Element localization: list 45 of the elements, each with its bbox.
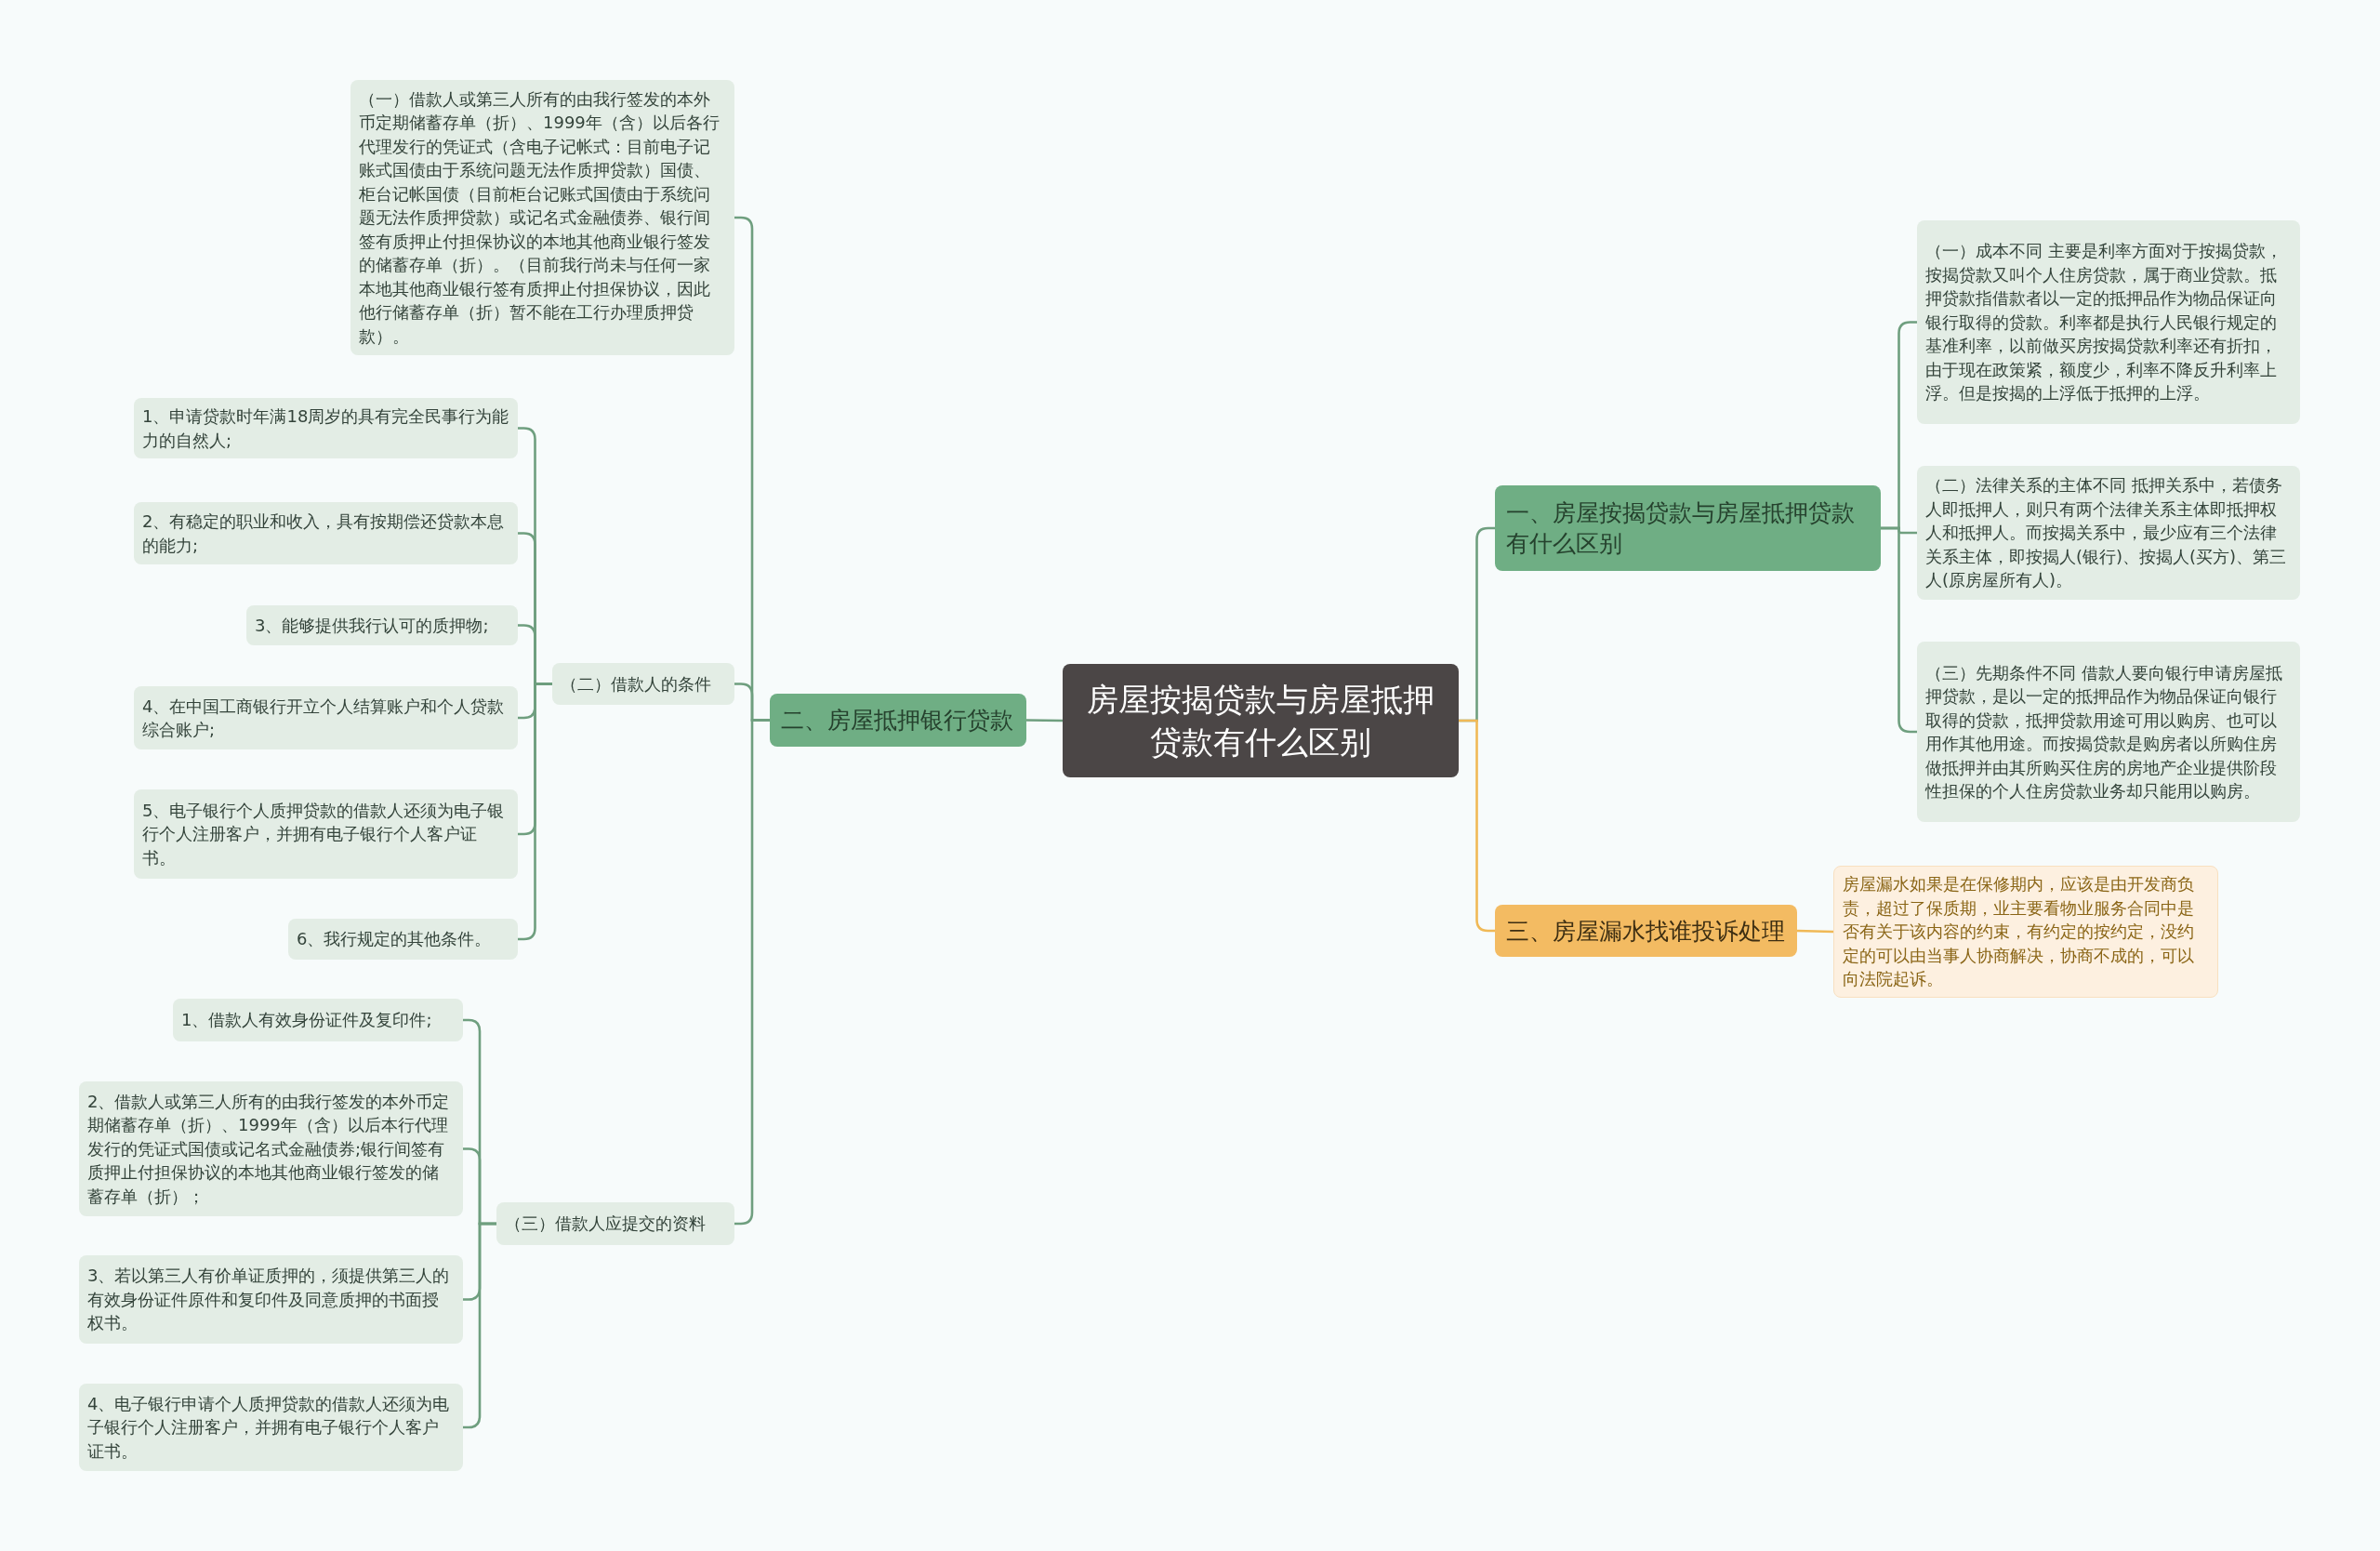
topic-text: 2、有稳定的职业和收入，具有按期偿还贷款本息的能力;	[142, 510, 506, 557]
connector-line	[1026, 719, 1063, 722]
topic-text: （三）借款人应提交的资料	[505, 1213, 707, 1236]
connector-line	[1796, 929, 1834, 934]
subtopic-card	[79, 1081, 463, 1216]
topic-text: 房屋漏水如果是在保修期内，应该是由开发商负责，超过了保质期，业主要看物业服务合同中是否有关于该内容的约束，有约定的按约定，没约定的可以由当事人协商解决，协商不成的，可以向法院起诉。	[1843, 873, 2195, 991]
topic-text: 4、电子银行申请个人质押贷款的借款人还须为电子银行个人注册客户，并拥有电子银行个人客户证书。	[87, 1392, 451, 1463]
subtopic-card	[134, 398, 518, 458]
topic-text: （一）借款人或第三人所有的由我行签发的本外币定期储蓄存单（折）、1999年（含）以后各行代理发行的凭证式（含电子记帐式：目前电子记账式国债由于系统问题无法作质押贷款）国债、柜台记帐国债（目前柜台记账式国债由于系统问题无法作质押贷款）或记名式金融债券、银行间签有质押止付担保协议的本地其他商业银行签发的储蓄存单（折）。（目前我行尚未与任何一家本地其他商业银行签有质押止付担保协议，因此他行储蓄存单（折）暂不能在工行办理质押贷款）。	[359, 87, 721, 348]
connector-line	[1881, 526, 1917, 734]
connector-line	[1459, 719, 1495, 933]
note-card	[1833, 866, 2218, 998]
topic-text: 4、在中国工商银行开立个人结算账户和个人贷款综合账户;	[142, 695, 506, 741]
topic-text: 5、电子银行个人质押贷款的借款人还须为电子银行个人注册客户，并拥有电子银行个人客户证书。	[142, 799, 506, 869]
subtopic-card	[173, 999, 463, 1041]
subtopic-card	[288, 919, 518, 960]
branch-topic	[1495, 905, 1797, 957]
subtopic-card	[134, 502, 518, 564]
subtopic-card	[134, 686, 518, 749]
topic-text: （三）先期条件不同 借款人要向银行申请房屋抵押贷款，是以一定的抵押品作为物品保证向银行取得的贷款，抵押贷款用途可用以购房、也可以用作其他用途。而按揭贷款是购房者以所购住房做抵押并由其所购买住房的房地产企业提供阶段性担保的个人住房贷款业务却只能用以购房。	[1925, 661, 2283, 802]
subtopic-card	[552, 663, 734, 705]
branch-topic	[770, 694, 1026, 747]
topic-text: 房屋按揭贷款与房屋抵押贷款有什么区别	[1086, 680, 1435, 762]
topic-text: （二）借款人的条件	[561, 672, 712, 696]
topic-text: 3、能够提供我行认可的质押物;	[255, 614, 490, 637]
topic-text: 二、房屋抵押银行贷款	[781, 706, 1014, 736]
subtopic-card	[1917, 642, 2300, 822]
branch-topic	[1495, 485, 1881, 571]
central-topic	[1063, 664, 1459, 777]
subtopic-card	[79, 1255, 463, 1344]
topic-text: 1、借款人有效身份证件及复印件;	[181, 1009, 433, 1032]
topic-text: 1、申请贷款时年满18周岁的具有完全民事行为能力的自然人;	[142, 405, 509, 452]
topic-text: 2、借款人或第三人所有的由我行签发的本外币定期储蓄存单（折）、1999年（含）以后本行代理发行的凭证式国债或记名式金融债券;银行间签有质押止付担保协议的本地其他商业银行签发的储蓄存单（折）；	[87, 1090, 451, 1208]
subtopic-card	[134, 789, 518, 879]
topic-text: 6、我行规定的其他条件。	[297, 928, 493, 951]
topic-text: 3、若以第三人有价单证质押的，须提供第三人的有效身份证件原件和复印件及同意质押的书面授权书。	[87, 1265, 451, 1335]
subtopic-card	[79, 1384, 463, 1471]
topic-text: 一、房屋按揭贷款与房屋抵押贷款有什么区别	[1506, 498, 1856, 559]
subtopic-card	[496, 1202, 734, 1245]
subtopic-card	[246, 605, 518, 645]
subtopic-card	[1917, 466, 2300, 600]
subtopic-card	[1917, 220, 2300, 424]
topic-text: （二）法律关系的主体不同 抵押关系中，若债务人即抵押人，则只有两个法律关系主体即抵押权人和抵押人。而按揭关系中，最少应有三个法律关系主体，即按揭人(银行)、按揭人(买方)、第三人(原房屋所有人)。	[1925, 474, 2288, 592]
topic-text: 三、房屋漏水找谁投诉处理	[1506, 916, 1786, 947]
topic-text: （一）成本不同 主要是利率方面对于按揭贷款，按揭贷款又叫个人住房贷款，属于商业贷款。抵押贷款指借款者以一定的抵押品作为物品保证向银行取得的贷款。利率都是执行人民银行规定的基准利率，以前做买房按揭贷款利率还有折扣，由于现在政策紧，额度少，利率不降反升利率上浮。但是按揭的上浮低于抵押的上浮。	[1925, 240, 2283, 405]
